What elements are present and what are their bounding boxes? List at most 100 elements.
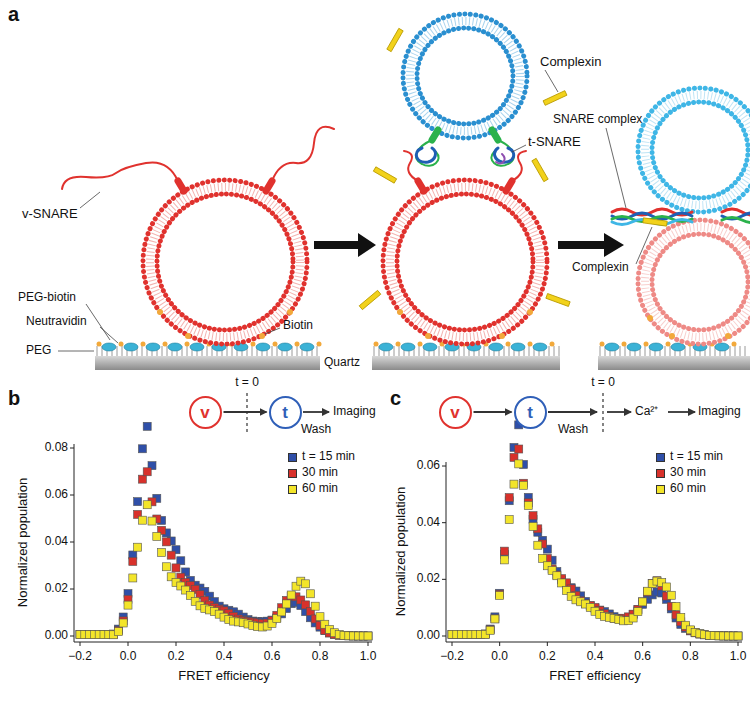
vesicle	[638, 88, 750, 212]
tick-label: 0.2	[539, 650, 556, 664]
data-point	[158, 548, 166, 556]
legend-swatch	[656, 453, 665, 462]
panel-letter: c	[390, 387, 401, 410]
data-point	[510, 480, 518, 488]
callout-label: PEG	[26, 344, 51, 358]
tick-label: 0.0	[120, 650, 137, 664]
tick-label: 0.06	[417, 459, 440, 473]
tick-label: 0.08	[45, 441, 68, 455]
data-point	[667, 591, 675, 599]
data-point	[505, 494, 513, 502]
step-label: Imaging	[698, 405, 741, 419]
data-point	[134, 543, 142, 551]
legend-label: t = 15 min	[302, 450, 355, 464]
data-point	[486, 626, 494, 634]
tick-label: 0.04	[417, 516, 440, 530]
data-point	[124, 601, 132, 609]
panel-letter: a	[8, 3, 19, 26]
data-point	[553, 572, 561, 580]
stage-circle: t	[514, 396, 547, 429]
callout-label: t-SNARE	[528, 135, 581, 150]
data-point	[311, 602, 319, 610]
callout-label: Quartz	[324, 356, 360, 370]
tick-label: −0.2	[440, 650, 464, 664]
data-point	[539, 554, 547, 562]
x-axis	[446, 642, 742, 643]
flow-arrow	[224, 411, 267, 413]
data-point	[316, 613, 324, 621]
data-point	[500, 556, 508, 564]
y-axis	[446, 462, 447, 642]
data-point	[148, 517, 156, 525]
quartz-slab	[95, 356, 320, 370]
data-point	[491, 615, 499, 623]
quartz-slab	[372, 356, 560, 370]
data-point	[496, 592, 504, 600]
tick-label: 0.02	[417, 572, 440, 586]
data-point	[172, 564, 180, 572]
data-point	[129, 557, 137, 565]
tick-label: −0.2	[68, 650, 92, 664]
tick-label: 0.6	[634, 650, 651, 664]
callout-label: Complexin	[572, 261, 629, 275]
callout-label: PEG-biotin	[18, 291, 76, 305]
stage-circle: v	[439, 396, 472, 429]
data-point	[734, 632, 742, 640]
legend-label: 30 min	[302, 466, 338, 480]
data-point	[500, 547, 508, 555]
data-point	[639, 598, 647, 606]
data-point	[162, 538, 170, 546]
tick-label: 1.0	[360, 650, 377, 664]
data-point	[643, 588, 651, 596]
data-point	[534, 541, 542, 549]
tick-label: 0.4	[587, 650, 604, 664]
flow-arrow	[474, 411, 512, 413]
time-label: t = 0	[235, 376, 259, 390]
data-point	[162, 563, 170, 571]
vesicle	[383, 180, 547, 344]
data-point	[138, 445, 146, 453]
data-point	[639, 598, 647, 606]
node-text: t	[282, 404, 288, 421]
data-point	[114, 628, 122, 636]
stage-circle: t	[269, 396, 302, 429]
data-point	[306, 590, 314, 598]
data-point	[153, 532, 161, 540]
node-text: t	[527, 404, 533, 421]
data-point	[553, 571, 561, 579]
legend-label: 30 min	[670, 466, 706, 480]
data-point	[143, 501, 151, 509]
tick-label: 0.06	[45, 488, 68, 502]
data-point	[364, 632, 372, 640]
data-point	[520, 481, 528, 489]
vesicle	[403, 14, 527, 138]
tick-label: 0.02	[45, 582, 68, 596]
data-point	[515, 445, 523, 453]
tick-label: 0.04	[45, 535, 68, 549]
panel-letter: b	[8, 387, 20, 410]
data-point	[119, 619, 127, 627]
data-point	[486, 626, 494, 634]
data-point	[663, 583, 671, 591]
data-point	[515, 460, 523, 468]
data-point	[287, 591, 295, 599]
axis-title: Normalized population	[17, 477, 32, 606]
vesicle	[638, 220, 750, 344]
data-point	[491, 615, 499, 623]
node-text: v	[450, 404, 459, 421]
data-point	[364, 632, 372, 640]
tick-label: 0.4	[216, 650, 233, 664]
data-point	[529, 522, 537, 530]
tick-label: 0.8	[312, 650, 329, 664]
x-axis	[74, 642, 372, 643]
legend-swatch	[288, 453, 297, 462]
axis-title: FRET efficiency	[549, 669, 640, 684]
data-point	[278, 608, 286, 616]
data-point	[677, 613, 685, 621]
axis-title: Normalized population	[395, 486, 410, 615]
data-point	[529, 512, 537, 520]
tick-label: 0.0	[491, 650, 508, 664]
data-point	[643, 587, 651, 595]
data-point	[167, 551, 175, 559]
